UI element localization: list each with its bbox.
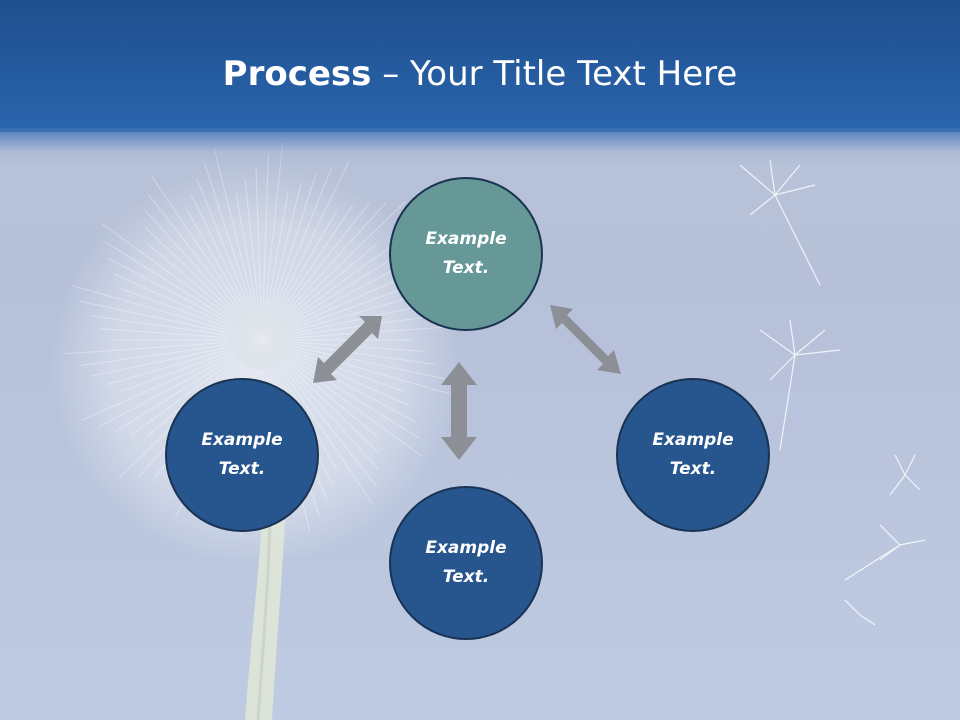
- node-label: Example Text.: [425, 229, 507, 278]
- double-arrow-icon: [550, 305, 621, 374]
- title-rest: Your Title Text Here: [410, 54, 738, 94]
- title-bar: [0, 0, 960, 132]
- title-fade: [0, 128, 960, 168]
- title-separator: –: [371, 54, 411, 94]
- process-node-top[interactable]: Example Text.: [389, 177, 543, 331]
- double-arrow-icon: [441, 362, 477, 460]
- process-node-left[interactable]: Example Text.: [165, 378, 319, 532]
- title-bold-part: Process: [222, 54, 372, 94]
- node-label: Example Text.: [425, 538, 507, 587]
- process-node-bottom[interactable]: Example Text.: [389, 486, 543, 640]
- page-title: Process – Your Title Text Here: [0, 52, 960, 96]
- node-label: Example Text.: [201, 430, 283, 479]
- process-node-right[interactable]: Example Text.: [616, 378, 770, 532]
- double-arrow-icon: [313, 316, 382, 383]
- node-label: Example Text.: [652, 430, 734, 479]
